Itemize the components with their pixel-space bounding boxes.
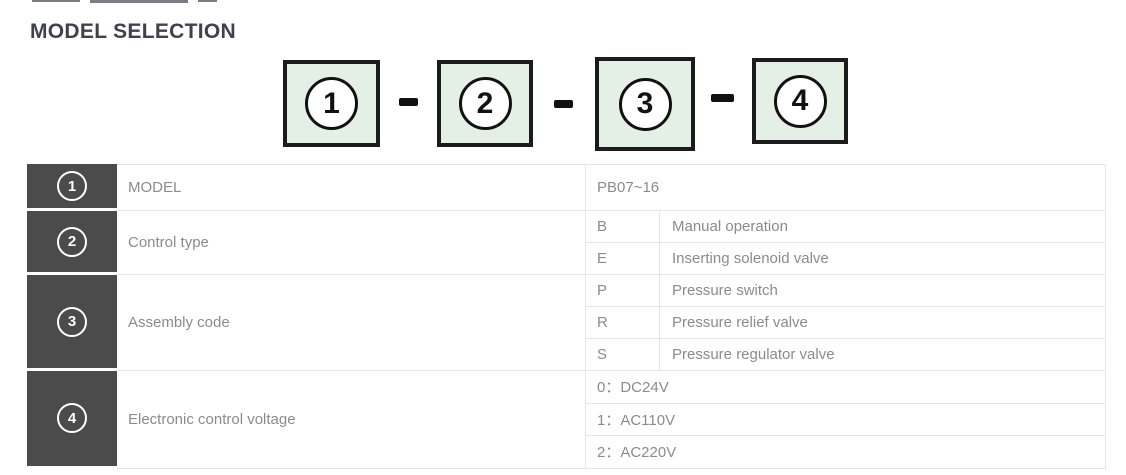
circled-number: 4: [773, 74, 827, 128]
description-cell: Pressure switch: [672, 282, 778, 299]
row-number-badge: 2: [27, 211, 117, 272]
code-cell: B: [586, 211, 660, 242]
table-row: 1 MODEL PB07~16: [27, 164, 1106, 211]
code-entry: S Pressure regulator valve: [586, 338, 1105, 370]
circled-number: 1: [305, 77, 358, 130]
model-code-box-1: 1: [283, 60, 380, 147]
row-number-badge: 1: [27, 164, 117, 208]
row-label: Assembly code: [128, 314, 230, 331]
code-cell: R: [586, 307, 660, 338]
dash-separator: [711, 94, 734, 102]
circled-number: 3: [618, 77, 672, 131]
table-row: 4 Electronic control voltage 0：DC24V 1：AC11…: [27, 371, 1106, 469]
page-title: MODEL SELECTION: [30, 20, 236, 44]
row-label: Electronic control voltage: [128, 410, 296, 428]
value-cell: 0：DC24V: [597, 379, 669, 397]
circled-number: 2: [458, 77, 512, 130]
circled-number: 2: [57, 226, 87, 257]
row-label: Control type: [128, 234, 209, 251]
cropped-content-artifact: [32, 0, 80, 2]
description-cell: Pressure relief valve: [672, 314, 808, 331]
model-selection-table: 1 MODEL PB07~16 2 Control type B Manual operat…: [27, 164, 1106, 469]
code-entry: P Pressure switch: [586, 275, 1105, 306]
row-label: MODEL: [128, 179, 182, 196]
circled-number: 1: [57, 171, 87, 201]
value-cell: 2：AC220V: [586, 435, 1105, 468]
description-cell: Inserting solenoid valve: [672, 250, 829, 267]
cropped-content-artifact: [90, 0, 188, 3]
row-number-badge: 4: [27, 371, 117, 466]
row-number-badge: 3: [27, 275, 117, 368]
model-code-box-3: 3: [595, 57, 695, 151]
code-entry: R Pressure relief valve: [586, 306, 1105, 338]
description-cell: Pressure regulator valve: [672, 346, 835, 363]
value-cell: PB07~16: [597, 179, 660, 196]
model-code-box-4: 4: [752, 58, 848, 144]
code-cell: P: [586, 275, 660, 306]
code-cell: S: [586, 339, 660, 370]
code-entry: E Inserting solenoid valve: [586, 242, 1105, 274]
description-cell: Manual operation: [672, 218, 788, 235]
circled-number: 4: [57, 403, 87, 434]
code-cell: E: [586, 243, 660, 274]
cropped-content-artifact: [198, 0, 217, 2]
dash-separator: [554, 100, 573, 108]
value-cell: 1：AC110V: [586, 402, 1105, 436]
code-entry: B Manual operation: [586, 211, 1105, 242]
dash-separator: [399, 98, 418, 106]
model-code-box-2: 2: [437, 60, 533, 147]
circled-number: 3: [57, 306, 87, 337]
